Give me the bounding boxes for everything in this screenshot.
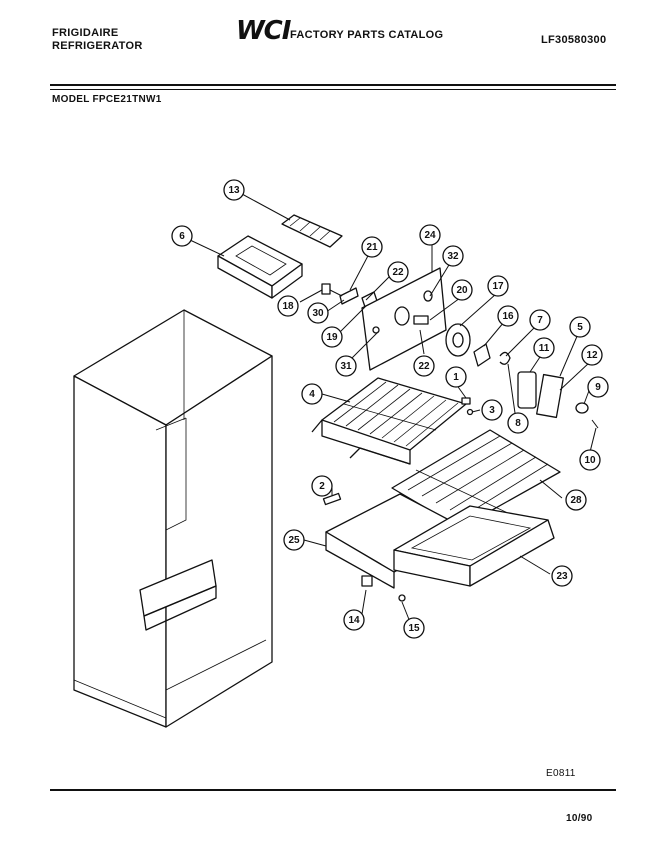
- callout-6: 6: [171, 225, 193, 247]
- callout-20: 20: [451, 279, 473, 301]
- callout-12: 12: [581, 344, 603, 366]
- callout-label: 9: [595, 382, 601, 393]
- callout-label: 8: [515, 418, 521, 429]
- callout-17: 17: [487, 275, 509, 297]
- callout-label: 19: [326, 332, 338, 343]
- callout-13: 13: [223, 179, 245, 201]
- callout-28: 28: [565, 489, 587, 511]
- figure-code: E0811: [546, 768, 576, 779]
- callout-label: 22: [392, 267, 404, 278]
- callout-30: 30: [307, 302, 329, 324]
- cabinet-shell: [73, 309, 273, 728]
- callout-label: 25: [288, 535, 300, 546]
- catalog-title: FACTORY PARTS CATALOG: [290, 29, 444, 41]
- small-parts: [322, 397, 474, 602]
- callout-label: 30: [312, 308, 324, 319]
- callout-4: 4: [301, 383, 323, 405]
- callout-label: 10: [584, 455, 596, 466]
- callout-22: 22: [387, 261, 409, 283]
- callout-32: 32: [442, 245, 464, 267]
- callout-23: 23: [551, 565, 573, 587]
- callout-label: 18: [282, 301, 294, 312]
- callout-label: 3: [489, 405, 495, 416]
- callout-22: 22: [413, 355, 435, 377]
- model-number: MODEL FPCE21TNW1: [52, 94, 162, 105]
- callout-21: 21: [361, 236, 383, 258]
- callout-label: 7: [537, 315, 543, 326]
- refrigerator-shelf: [391, 429, 561, 529]
- callout-2: 2: [311, 475, 333, 497]
- callout-9: 9: [587, 376, 609, 398]
- callout-label: 16: [502, 311, 514, 322]
- header-rule-thin: [50, 89, 616, 90]
- callout-label: 13: [228, 185, 240, 196]
- callout-10: 10: [579, 449, 601, 471]
- ice-bin: [217, 235, 303, 299]
- callout-31: 31: [335, 355, 357, 377]
- wci-logo: WCI: [236, 16, 291, 46]
- header-rule-thick: [50, 84, 616, 86]
- revision-date: 10/90: [566, 813, 593, 824]
- callout-1: 1: [445, 366, 467, 388]
- callout-label: 1: [453, 372, 459, 383]
- callout-14: 14: [343, 609, 365, 631]
- callout-label: 24: [424, 230, 436, 241]
- callout-label: 14: [348, 615, 360, 626]
- callout-8: 8: [507, 412, 529, 434]
- callout-label: 11: [539, 343, 550, 354]
- callout-label: 17: [492, 281, 504, 292]
- callout-label: 28: [570, 495, 582, 506]
- callout-label: 2: [319, 481, 325, 492]
- document-number: LF30580300: [541, 34, 607, 46]
- brand-line-1: FRIGIDAIRE: [52, 27, 119, 39]
- footer-rule: [50, 789, 616, 791]
- callout-label: 20: [456, 285, 468, 296]
- callout-25: 25: [283, 529, 305, 551]
- callout-16: 16: [497, 305, 519, 327]
- callout-label: 5: [577, 322, 583, 333]
- control-parts: [499, 351, 599, 429]
- callout-24: 24: [419, 224, 441, 246]
- callout-label: 23: [556, 571, 568, 582]
- callout-15: 15: [403, 617, 425, 639]
- callout-label: 21: [366, 242, 378, 253]
- brand-line-2: REFRIGERATOR: [52, 40, 143, 52]
- callout-label: 22: [418, 361, 430, 372]
- ice-tray: [281, 214, 343, 248]
- callout-5: 5: [569, 316, 591, 338]
- callout-7: 7: [529, 309, 551, 331]
- crisper-assembly: [325, 493, 555, 589]
- callout-label: 31: [340, 361, 352, 372]
- callout-19: 19: [321, 326, 343, 348]
- callout-11: 11: [533, 337, 555, 359]
- callout-label: 15: [408, 623, 420, 634]
- callout-label: 12: [586, 350, 598, 361]
- callout-label: 4: [309, 389, 315, 400]
- fan-motor: [445, 323, 491, 367]
- evaporator-cover: [361, 267, 447, 371]
- callout-18: 18: [277, 295, 299, 317]
- callout-label: 32: [447, 251, 459, 262]
- callout-label: 6: [179, 231, 185, 242]
- callout-3: 3: [481, 399, 503, 421]
- freezer-shelf: [311, 377, 467, 465]
